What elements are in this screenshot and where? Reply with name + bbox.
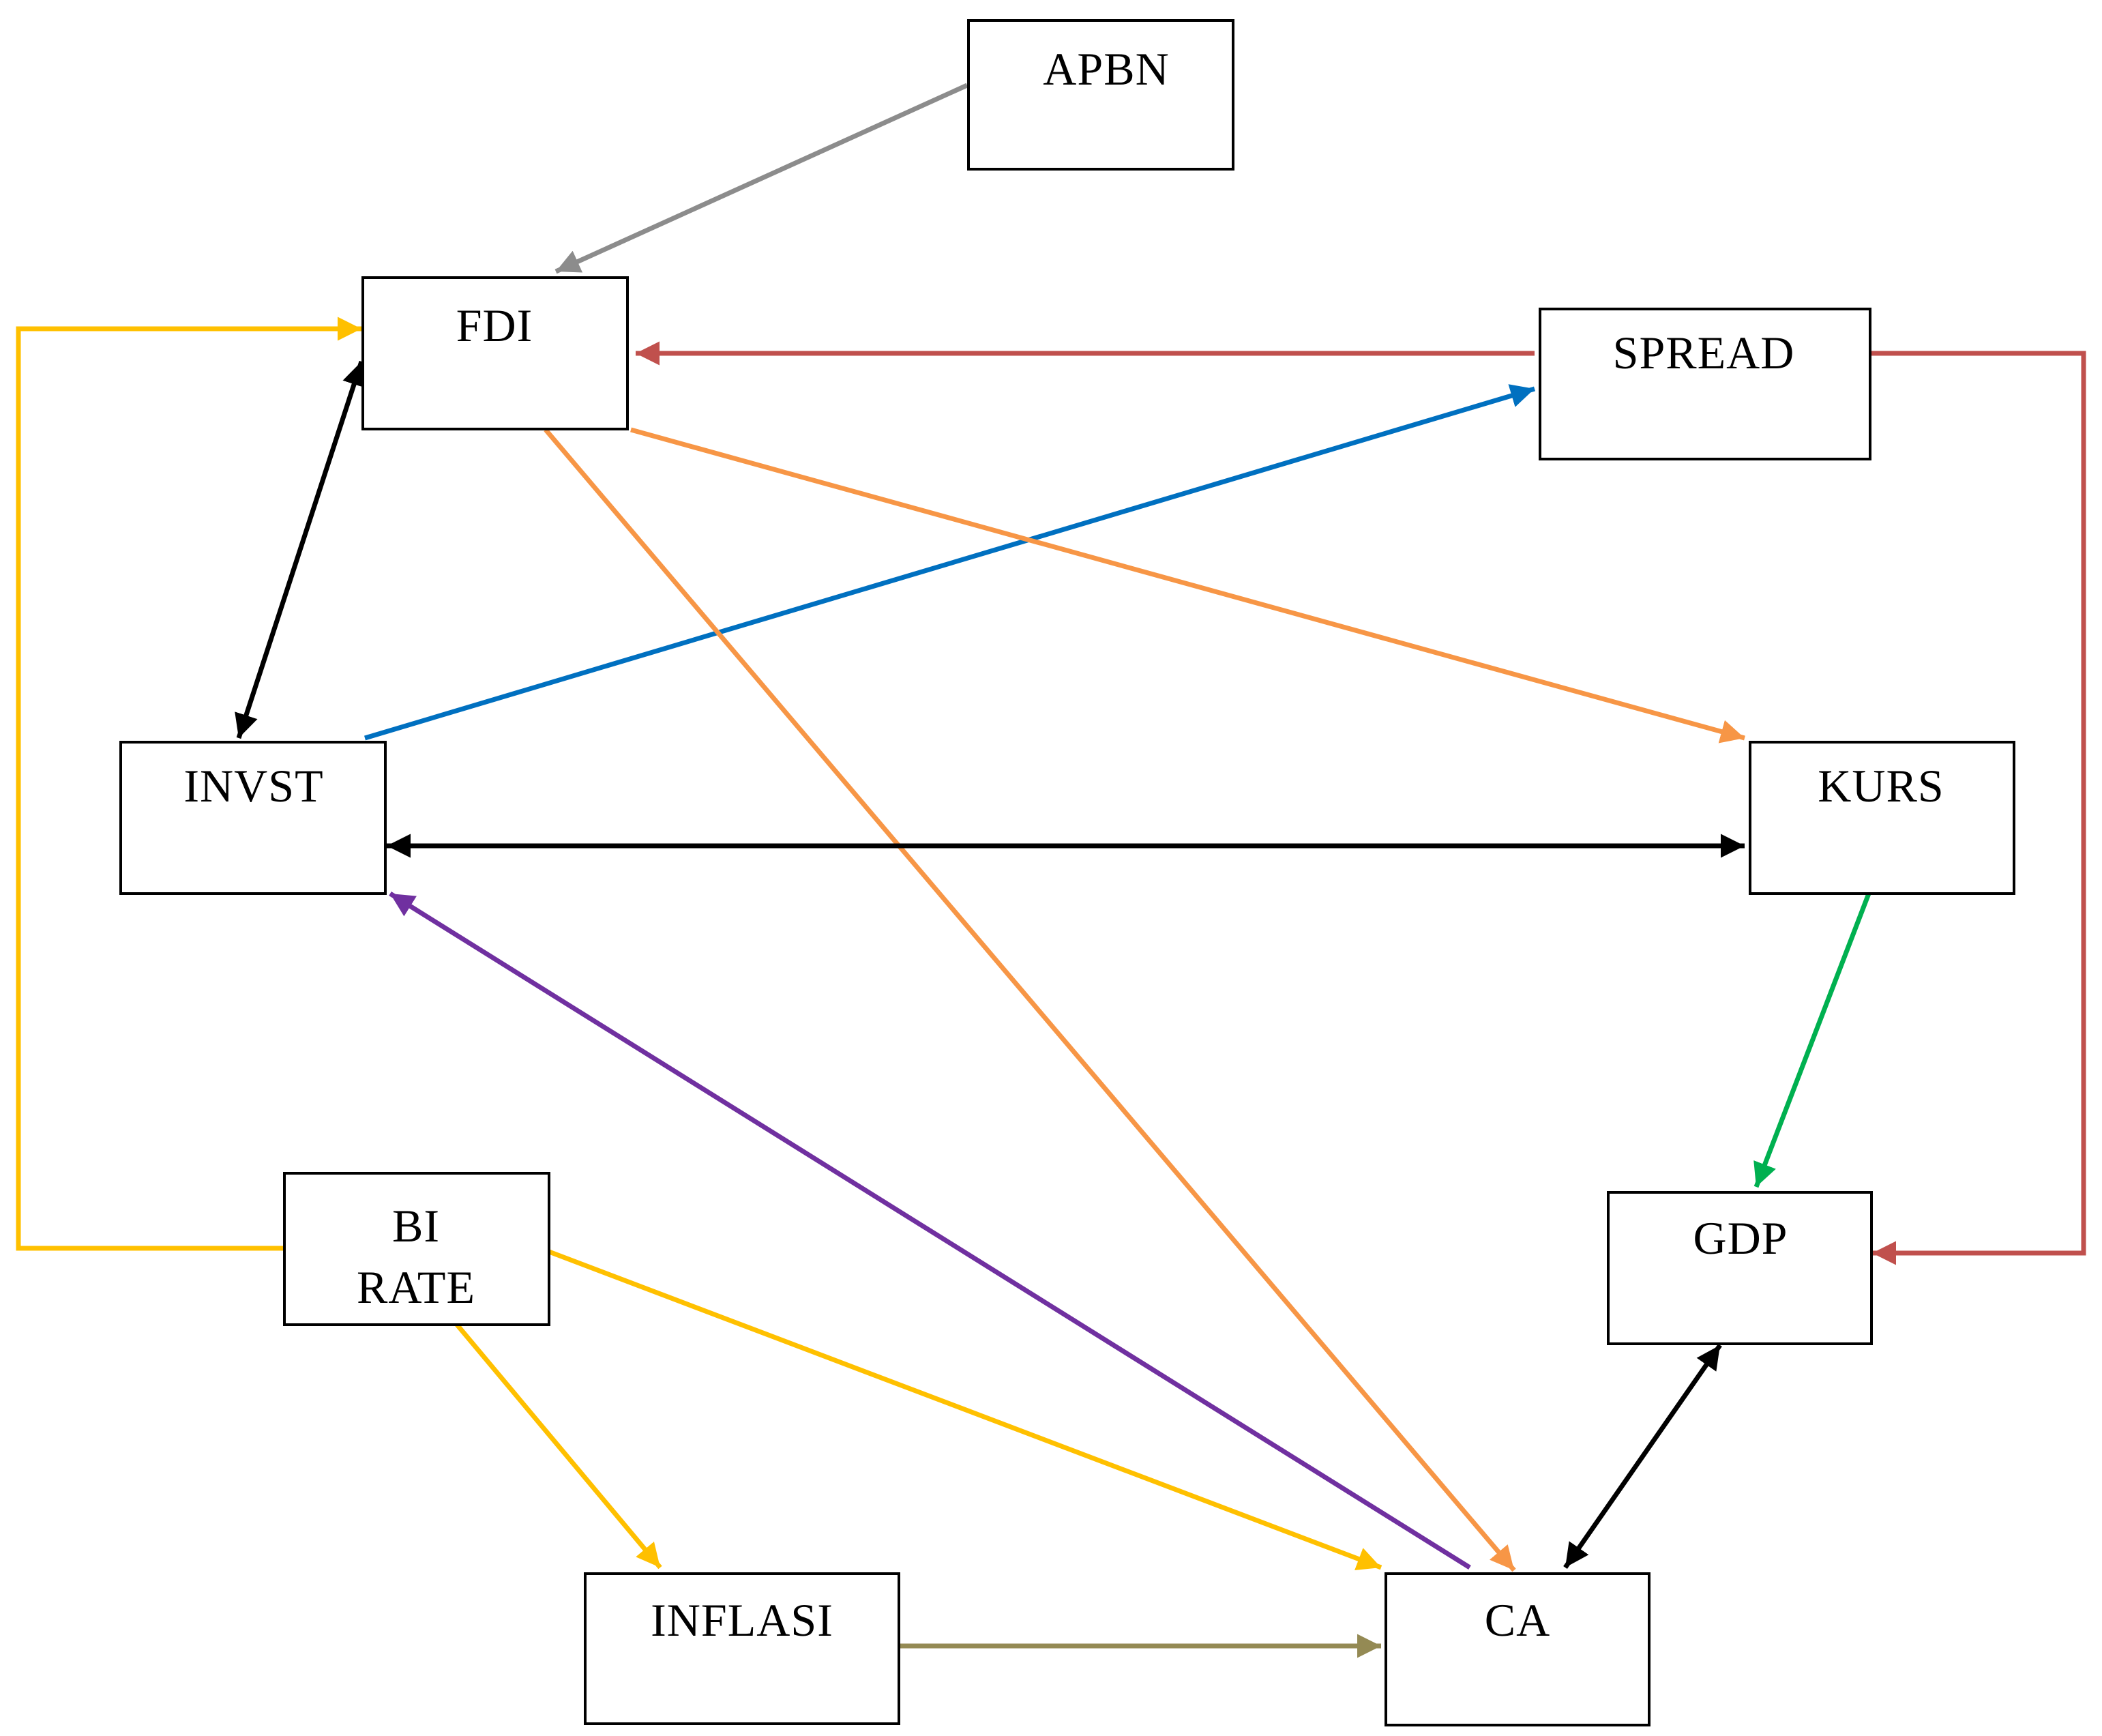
node-birate: BI RATE [283,1172,550,1326]
node-birate-label-line1: BI [392,1200,440,1252]
edges [16,83,2086,1658]
edge-fdi-to-kurs [630,427,1745,744]
node-ca-label: CA [1485,1594,1550,1646]
node-inflasi: INFLASI [584,1572,900,1725]
node-gdp-label: GDP [1693,1212,1788,1264]
node-spread-label: SPREAD [1613,327,1795,379]
edge-birate-to-ca [548,1249,1382,1570]
node-ca: CA [1385,1572,1650,1726]
edge-apbn-to-fdi [554,83,968,274]
node-invst-label: INVST [183,760,323,812]
node-kurs-label: KURS [1818,760,1944,812]
edge-birate-to-inflasi [455,1323,662,1570]
node-inflasi-label: INFLASI [651,1594,833,1646]
node-apbn-label: APBN [1043,43,1169,95]
edge-birate-to-fdi [16,317,361,1251]
node-fdi-label: FDI [456,299,533,351]
node-birate-label-line2: RATE [357,1261,475,1313]
node-kurs: KURS [1749,741,2015,895]
edge-invst-to-spread [364,384,1536,741]
node-gdp: GDP [1607,1191,1873,1345]
node-apbn: APBN [967,19,1234,171]
edge-spread-to-gdp [1867,351,2086,1265]
node-spread: SPREAD [1539,308,1871,460]
node-fdi: FDI [361,276,629,430]
edge-fdi-to-ca [544,428,1516,1572]
node-invst: INVST [119,741,387,895]
edge-ca-gdp [1563,1343,1722,1570]
edge-ca-to-invst [389,892,1471,1570]
edge-kurs-to-gdp [1753,892,1871,1188]
edge-fdi-invst [235,360,366,739]
